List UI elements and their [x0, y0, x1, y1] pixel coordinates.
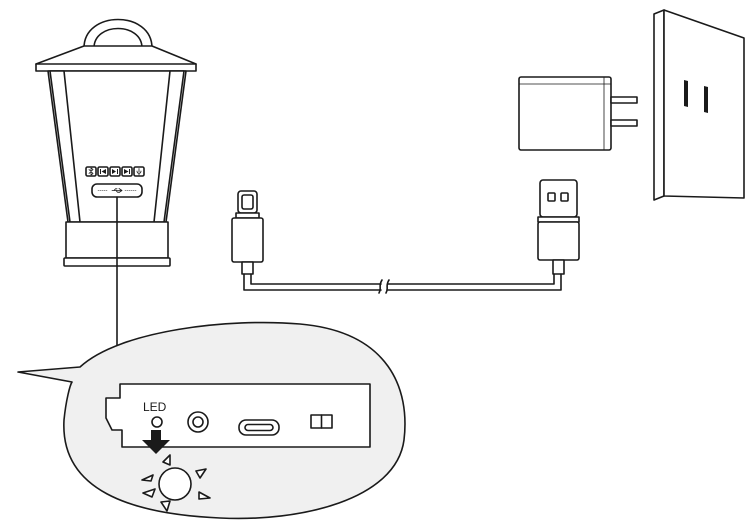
led-glow-rays	[141, 454, 211, 512]
wall-outlet	[653, 9, 745, 201]
cable-cord	[243, 273, 562, 291]
outlet-plate-side	[653, 9, 665, 201]
usb-a-contact-left	[547, 192, 556, 202]
adapter-prong-bottom	[610, 119, 638, 127]
usb-a-strain-relief	[552, 259, 565, 275]
play-pause-icon	[112, 169, 118, 174]
wall-adapter	[518, 76, 638, 151]
lantern-handle	[83, 18, 153, 49]
next-track-icon	[124, 169, 130, 174]
outlet-slot-right	[704, 86, 708, 113]
led-glow-center	[158, 467, 192, 501]
usb-a-contact-right	[560, 192, 569, 202]
micro-usb-strain-relief	[241, 261, 254, 275]
micro-usb-port-inner	[244, 423, 274, 432]
previous-track-icon	[100, 169, 106, 174]
micro-usb-tip-inner	[241, 194, 254, 210]
usb-icon	[111, 188, 123, 193]
cable-cord-inner	[250, 273, 555, 285]
led-glow-icon	[141, 454, 211, 512]
lantern-handle-inner	[93, 27, 143, 49]
led-label: LED	[143, 400, 167, 414]
outlet-slot-left	[684, 80, 688, 107]
led-indicator	[151, 416, 163, 428]
bluetooth-icon	[88, 167, 94, 176]
usb-a-tip	[539, 179, 578, 218]
microphone-icon	[136, 168, 142, 176]
adapter-body	[518, 76, 612, 151]
adapter-prong-top	[610, 96, 638, 104]
callout-bubble: LED	[17, 321, 406, 520]
cable-break-mark	[378, 279, 390, 294]
usb-cable	[231, 179, 580, 294]
arrow-down-icon	[142, 430, 170, 454]
port-panel-closeup	[105, 383, 371, 448]
lantern-speaker	[35, 18, 197, 349]
usb-a-housing	[537, 221, 580, 261]
control-buttons	[85, 166, 145, 177]
audio-jack-inner	[192, 416, 204, 428]
micro-usb-housing	[231, 217, 264, 263]
lantern-roof	[35, 45, 197, 72]
